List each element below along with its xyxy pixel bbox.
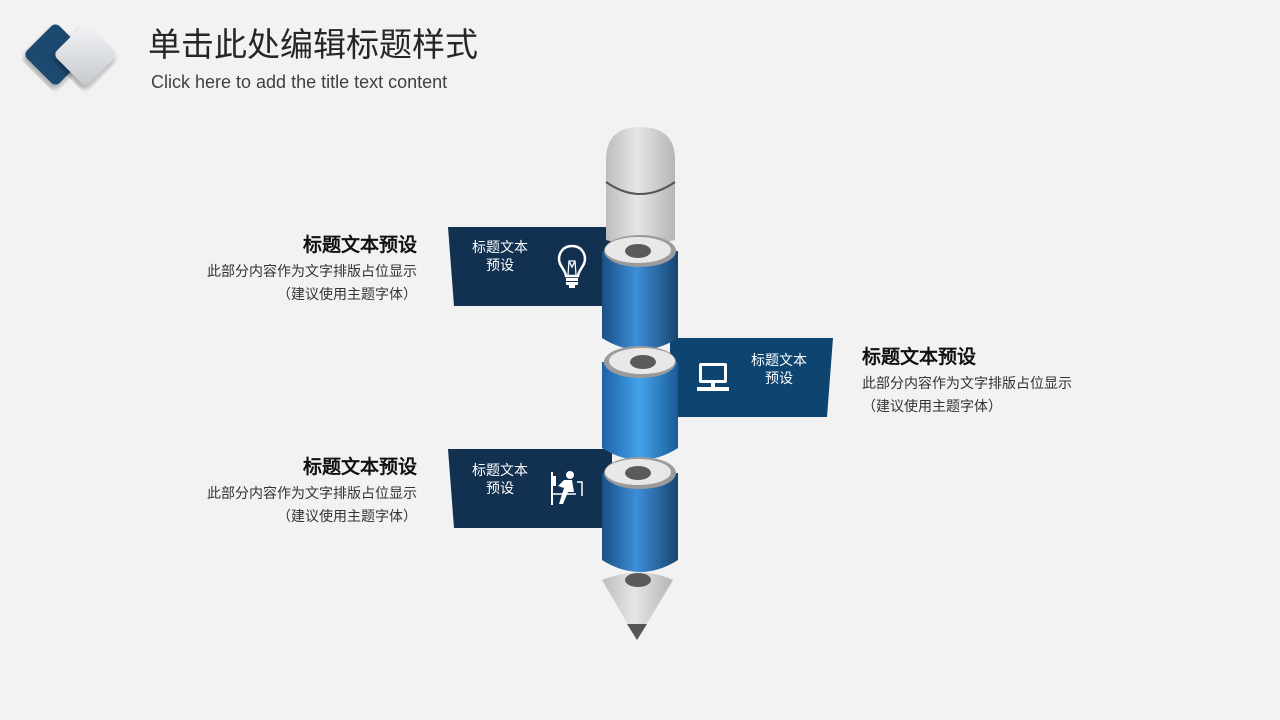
text-block-2-title[interactable]: 标题文本预设 [862,346,977,368]
ribbon-3-label: 标题文本 预设 [460,462,540,498]
ribbon-1-label: 标题文本 预设 [460,239,540,275]
text-block-1-title[interactable]: 标题文本预设 [302,234,417,256]
pencil-tip [602,572,673,640]
ribbon-2-label: 标题文本 预设 [739,352,819,388]
ribbon-3 [448,449,612,528]
text-block-2-desc1[interactable]: 此部分内容作为文字排版占位显示 [862,376,1072,392]
ribbon-1-line1: 标题文本 [472,240,528,256]
person-at-desk-icon [551,471,583,505]
text-block-1: 标题文本预设 此部分内容作为文字排版占位显示 （建议使用主题字体） [207,230,417,307]
logo-light-diamond [55,24,116,85]
text-block-1-desc2[interactable]: （建议使用主题字体） [277,287,417,303]
pencil-segment-1 [602,235,678,350]
pencil-segment-2 [602,346,678,460]
text-block-3-title[interactable]: 标题文本预设 [302,456,417,478]
pencil-segment-3 [602,457,678,572]
logo-diamonds [25,24,116,85]
ribbon-2-line2: 预设 [765,371,793,387]
ribbon-3-line2: 预设 [486,481,514,497]
pencil-eraser [605,127,676,245]
page-subtitle[interactable]: Click here to add the title text content [151,72,448,92]
text-block-1-desc1[interactable]: 此部分内容作为文字排版占位显示 [207,264,417,280]
page-title[interactable]: 单击此处编辑标题样式 [148,25,478,64]
ribbon-2-line1: 标题文本 [751,353,807,369]
text-block-3: 标题文本预设 此部分内容作为文字排版占位显示 （建议使用主题字体） [207,452,417,529]
text-block-3-desc2[interactable]: （建议使用主题字体） [277,509,417,525]
ribbon-3-line1: 标题文本 [472,463,528,479]
ribbon-2 [670,338,833,417]
lightbulb-icon [557,244,587,288]
ribbon-1-line2: 预设 [486,258,514,274]
computer-icon [697,363,729,391]
text-block-2-desc2[interactable]: （建议使用主题字体） [862,399,1002,415]
text-block-3-desc1[interactable]: 此部分内容作为文字排版占位显示 [207,486,417,502]
text-block-2: 标题文本预设 此部分内容作为文字排版占位显示 （建议使用主题字体） [862,342,1072,419]
